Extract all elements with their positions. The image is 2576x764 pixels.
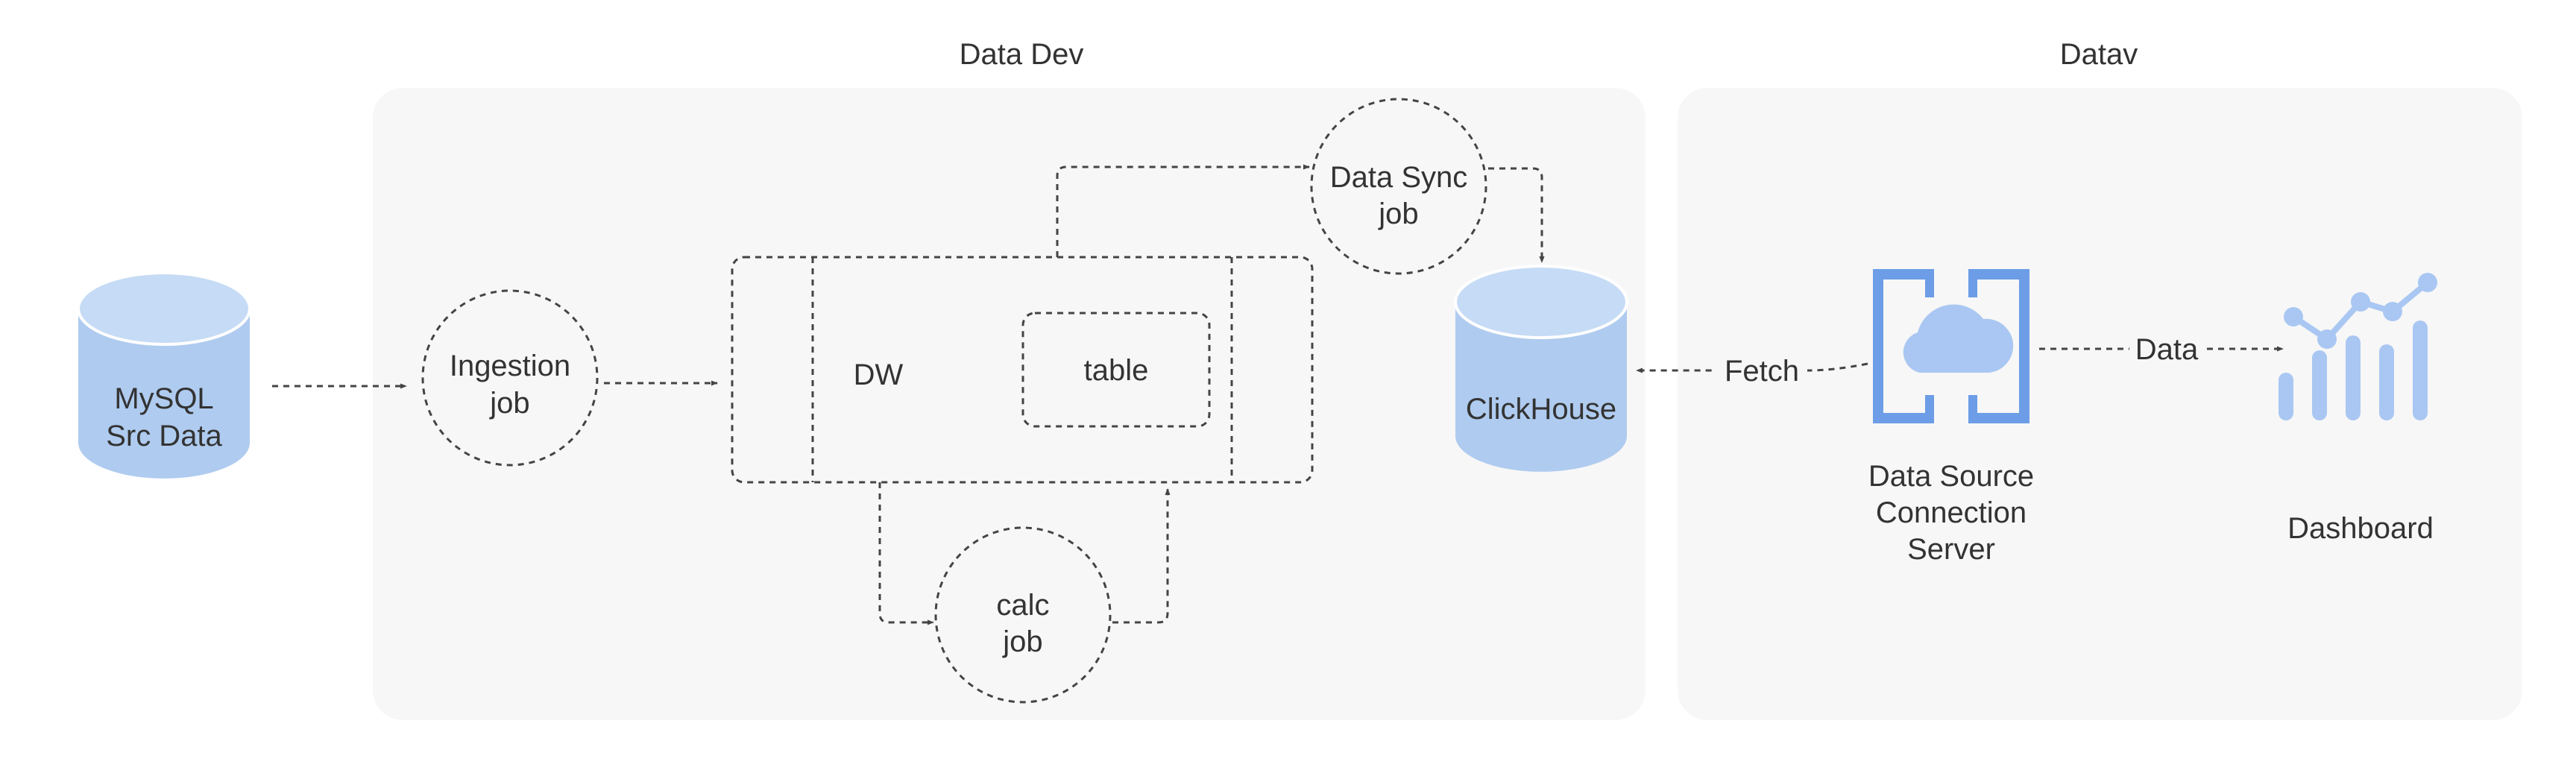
data-sync-job-label-line2: job bbox=[1378, 198, 1418, 230]
cloud-connector-icon bbox=[1873, 269, 2029, 423]
clickhouse-database: ClickHouse bbox=[1454, 265, 1628, 472]
mysql-label-line1: MySQL bbox=[114, 382, 213, 415]
mysql-database: MySQL Src Data bbox=[77, 271, 251, 479]
data-dev-title: Data Dev bbox=[960, 38, 1084, 71]
datav-title: Datav bbox=[2060, 38, 2138, 71]
data-label: Data bbox=[2135, 333, 2199, 366]
calc-job-label-line1: calc bbox=[996, 589, 1049, 622]
dashboard-label: Dashboard bbox=[2287, 512, 2434, 545]
dashboard-chart-icon bbox=[2279, 273, 2437, 420]
ingestion-job-label-line1: Ingestion bbox=[450, 350, 570, 382]
calc-job-node: calc job bbox=[934, 526, 1112, 704]
dw-label: DW bbox=[854, 359, 904, 391]
ingestion-job-label-line2: job bbox=[489, 387, 529, 420]
edge-data-sync-to-clickhouse bbox=[1488, 167, 1545, 263]
edge-dw-to-data-sync bbox=[1056, 164, 1310, 257]
table-node: table bbox=[1021, 312, 1211, 428]
table-label: table bbox=[1084, 354, 1149, 387]
data-source-server-label-line3: Server bbox=[1907, 533, 1995, 566]
mysql-label-line2: Src Data bbox=[106, 420, 222, 452]
data-source-server-node: Data Source Connection Server bbox=[1868, 269, 2034, 566]
clickhouse-label: ClickHouse bbox=[1466, 393, 1616, 426]
data-sync-job-node: Data Sync job bbox=[1310, 98, 1487, 275]
fetch-label: Fetch bbox=[1725, 355, 1799, 388]
dw-node: DW bbox=[731, 256, 1314, 484]
data-sync-job-label-line1: Data Sync bbox=[1330, 161, 1468, 194]
data-source-server-label-line1: Data Source bbox=[1868, 460, 2034, 493]
ingestion-job-node: Ingestion job bbox=[421, 289, 599, 467]
edge-label-data: Data bbox=[2129, 328, 2204, 368]
dashboard-node: Dashboard bbox=[2279, 273, 2437, 545]
data-dev-group bbox=[373, 88, 1646, 720]
calc-job-label-line2: job bbox=[1002, 625, 1042, 658]
data-source-server-label-line2: Connection bbox=[1876, 496, 2027, 529]
edge-calc-to-dw bbox=[1112, 488, 1171, 624]
edge-server-to-clickhouse bbox=[1636, 362, 1868, 373]
edges bbox=[272, 164, 2284, 625]
edge-label-fetch: Fetch bbox=[1716, 350, 1807, 391]
edge-dw-to-calc bbox=[878, 482, 934, 625]
datav-group bbox=[1678, 88, 2522, 720]
